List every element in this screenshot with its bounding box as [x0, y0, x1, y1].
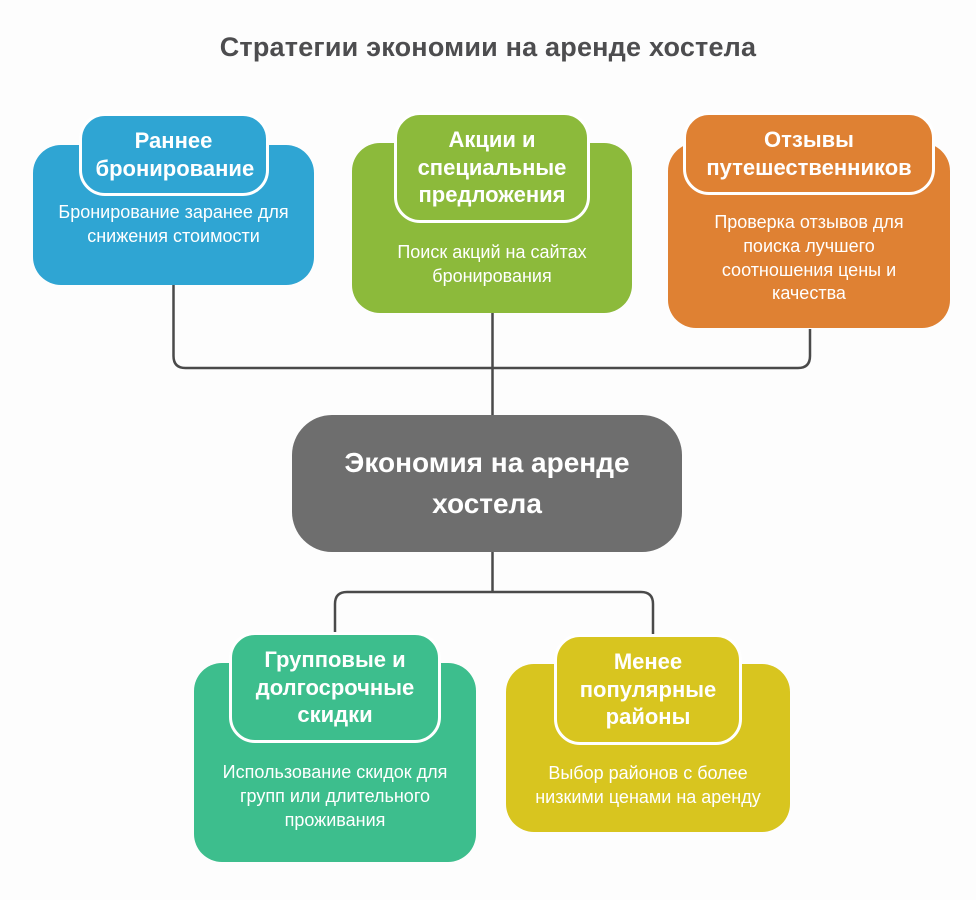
node-description-group-discounts: Использование скидок для групп или длите… [222, 762, 448, 830]
central-node-title: Экономия на аренде хостела [344, 447, 630, 519]
page-title: Стратегии экономии на аренде хостела [219, 32, 757, 62]
node-title-group-discounts: Групповые и долгосрочные скидки [229, 632, 441, 743]
node-title-promotions: Акции и специальные предложения [394, 112, 590, 223]
node-title-traveler-reviews: Отзывы путешественников [683, 112, 935, 195]
strategy-node-traveler-reviews: Отзывы путешественников Проверка отзывов… [668, 112, 950, 328]
node-description-early-booking: Бронирование заранее для снижения стоимо… [58, 202, 289, 246]
strategy-node-promotions: Акции и специальные предложения Поиск ак… [352, 112, 632, 313]
strategy-node-group-discounts: Групповые и долгосрочные скидки Использо… [194, 632, 476, 862]
node-description-traveler-reviews: Проверка отзывов для поиска лучшего соот… [714, 212, 904, 304]
strategy-node-early-booking: Раннее бронирование Бронирование заранее… [33, 113, 314, 285]
connector-bottom-bus [333, 590, 655, 635]
node-description-less-popular-districts: Выбор районов с более низкими ценами на … [535, 763, 761, 807]
node-title-less-popular-districts: Менее популярные районы [554, 634, 742, 745]
node-title-early-booking: Раннее бронирование [78, 113, 269, 196]
node-description-promotions: Поиск акций на сайтах бронирования [397, 242, 587, 286]
strategy-node-less-popular-districts: Менее популярные районы Выбор районов с … [506, 634, 790, 832]
central-node: Экономия на аренде хостела [292, 415, 682, 552]
